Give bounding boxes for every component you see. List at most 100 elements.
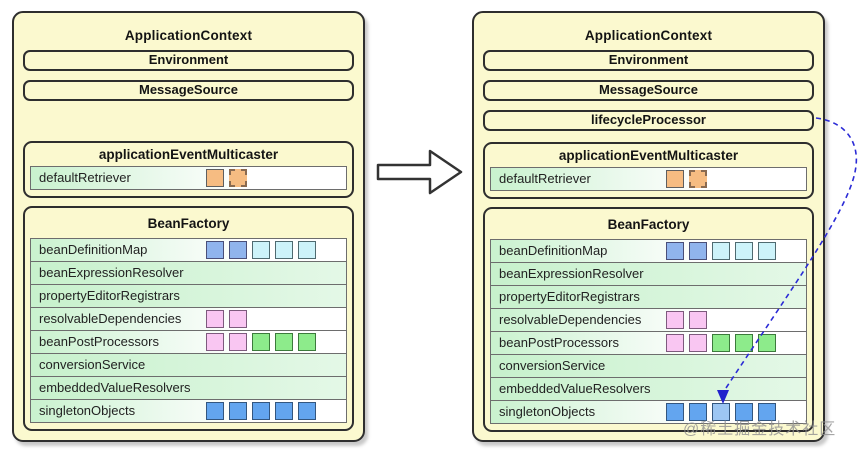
row-label: beanExpressionResolver (39, 265, 184, 280)
value-squares (666, 170, 707, 188)
bean-square-blue (252, 402, 270, 420)
bean-factory-title: BeanFactory (607, 217, 690, 232)
factory-row-bean-definition-map: beanDefinitionMap (30, 238, 347, 262)
bean-square-blue (275, 402, 293, 420)
factory-row-embedded-value-resolvers: embeddedValueResolvers (490, 377, 807, 401)
factory-row-resolvable-dependencies: resolvableDependencies (490, 308, 807, 332)
bean-square-blue (758, 403, 776, 421)
row-label: resolvableDependencies (499, 312, 642, 327)
row-label: embeddedValueResolvers (499, 381, 651, 396)
factory-row-property-editor-registrars: propertyEditorRegistrars (30, 284, 347, 308)
row-label: singletonObjects (39, 403, 136, 418)
bean-square-pink (206, 310, 224, 328)
row-label: beanPostProcessors (39, 334, 159, 349)
factory-row-resolvable-dependencies: resolvableDependencies (30, 307, 347, 331)
spacer (14, 110, 363, 141)
row-label: beanExpressionResolver (499, 266, 644, 281)
multicaster-rows: defaultRetriever (490, 167, 807, 191)
factory-row-singleton-objects: singletonObjects (490, 400, 807, 424)
bean-square-blue (666, 403, 684, 421)
row-label: conversionService (39, 357, 146, 372)
application-event-multicaster-box: applicationEventMulticaster defaultRetri… (483, 142, 814, 199)
message-source-box: MessageSource (483, 80, 814, 101)
row-label: propertyEditorRegistrars (39, 288, 180, 303)
application-context-panel-before: ApplicationContext Environment MessageSo… (12, 11, 365, 442)
factory-row-conversion-service: conversionService (490, 354, 807, 378)
bean-square-periwinkle (666, 242, 684, 260)
factory-row-singleton-objects: singletonObjects (30, 399, 347, 423)
factory-row-bean-post-processors: beanPostProcessors (30, 330, 347, 354)
bean-square-blue (689, 403, 707, 421)
bean-square-blue (206, 402, 224, 420)
factory-row-embedded-value-resolvers: embeddedValueResolvers (30, 376, 347, 400)
bean-square-pink (229, 310, 247, 328)
environment-box: Environment (23, 50, 354, 71)
bean-square-blue (735, 403, 753, 421)
bean-factory-rows: beanDefinitionMap beanExpressionResolver… (30, 238, 347, 423)
value-squares (206, 310, 247, 328)
bean-square-green (758, 334, 776, 352)
bean-factory-title: BeanFactory (147, 216, 230, 231)
bean-factory-box: BeanFactory beanDefinitionMap beanExpres… (23, 206, 354, 431)
lifecycle-processor-box: lifecycleProcessor (483, 110, 814, 131)
bean-square-cyan (298, 241, 316, 259)
default-retriever-row: defaultRetriever (490, 167, 807, 191)
value-squares (666, 334, 776, 352)
bean-square-pink (206, 333, 224, 351)
bean-square-pink (689, 334, 707, 352)
row-label: resolvableDependencies (39, 311, 182, 326)
bean-square-green (252, 333, 270, 351)
factory-row-bean-expression-resolver: beanExpressionResolver (30, 261, 347, 285)
row-label: beanPostProcessors (499, 335, 619, 350)
bean-square-pink (229, 333, 247, 351)
bean-factory-rows: beanDefinitionMap beanExpressionResolver… (490, 239, 807, 424)
factory-row-property-editor-registrars: propertyEditorRegistrars (490, 285, 807, 309)
row-label: propertyEditorRegistrars (499, 289, 640, 304)
bean-square-cyan (735, 242, 753, 260)
bean-square-cyan (275, 241, 293, 259)
application-event-multicaster-box: applicationEventMulticaster defaultRetri… (23, 141, 354, 198)
default-retriever-row: defaultRetriever (30, 166, 347, 190)
value-squares (666, 403, 776, 421)
bean-square-green (298, 333, 316, 351)
row-label: beanDefinitionMap (39, 242, 148, 257)
factory-row-conversion-service: conversionService (30, 353, 347, 377)
transform-arrow-icon (376, 149, 463, 195)
factory-row-bean-definition-map: beanDefinitionMap (490, 239, 807, 263)
row-label: singletonObjects (499, 404, 596, 419)
watermark: @稀土掘金技术社区 (683, 421, 837, 438)
multicaster-rows: defaultRetriever (30, 166, 347, 190)
bean-square-periwinkle (206, 241, 224, 259)
row-label: embeddedValueResolvers (39, 380, 191, 395)
bean-square-blue (298, 402, 316, 420)
bean-square-green (275, 333, 293, 351)
bean-square-cyan (712, 242, 730, 260)
panel-title: ApplicationContext (584, 28, 713, 43)
multicaster-title: applicationEventMulticaster (98, 147, 279, 162)
value-squares (206, 241, 316, 259)
bean-square-periwinkle (689, 242, 707, 260)
bean-square-pink (666, 311, 684, 329)
application-context-panel-after: ApplicationContext Environment MessageSo… (472, 11, 825, 442)
row-label: defaultRetriever (499, 171, 591, 186)
factory-row-bean-expression-resolver: beanExpressionResolver (490, 262, 807, 286)
bean-square-orange-dashed (689, 170, 707, 188)
bean-square-periwinkle (229, 241, 247, 259)
value-squares (666, 242, 776, 260)
row-label: defaultRetriever (39, 170, 131, 185)
bean-square-orange (666, 170, 684, 188)
bean-square-pink (666, 334, 684, 352)
bean-square-cyan (758, 242, 776, 260)
message-source-box: MessageSource (23, 80, 354, 101)
value-squares (666, 311, 707, 329)
value-squares (206, 169, 247, 187)
bean-factory-box: BeanFactory beanDefinitionMap beanExpres… (483, 207, 814, 432)
row-label: beanDefinitionMap (499, 243, 608, 258)
bean-square-orange-dashed (229, 169, 247, 187)
bean-square-orange (206, 169, 224, 187)
value-squares (206, 402, 316, 420)
bean-square-cyan (252, 241, 270, 259)
factory-row-bean-post-processors: beanPostProcessors (490, 331, 807, 355)
bean-square-pink (689, 311, 707, 329)
